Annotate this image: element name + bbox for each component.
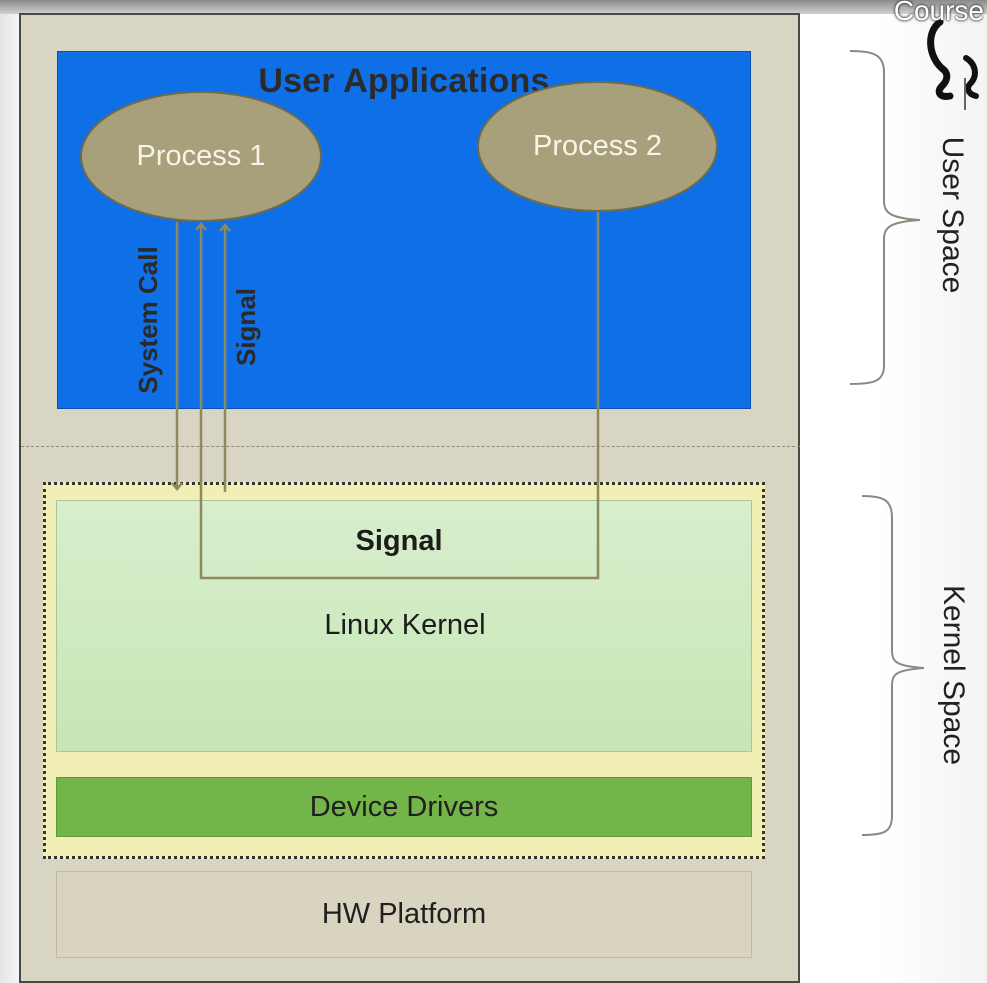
hw-platform-box: HW Platform	[56, 871, 752, 958]
kernel-space-label: Kernel Space	[937, 584, 970, 766]
user-applications-title: User Applications	[258, 62, 550, 100]
system-call-label: System Call	[133, 246, 163, 394]
course-watermark-text: Course	[893, 0, 984, 26]
kernel-space-bracket	[861, 495, 925, 836]
linux-kernel-label: Linux Kernel	[324, 609, 486, 641]
device-drivers-label: Device Drivers	[309, 790, 499, 823]
user-space-label: User Space	[936, 136, 969, 294]
process-1-label: Process 1	[136, 140, 266, 172]
process-2-label: Process 2	[533, 130, 662, 162]
signal-arrow-label: Signal	[231, 288, 261, 367]
hw-platform-label: HW Platform	[321, 898, 487, 930]
user-kernel-divider	[21, 446, 800, 447]
process-2-ellipse: Process 2	[477, 81, 718, 212]
kernel-signal-label: Signal	[355, 525, 443, 557]
tux-logo-icon	[927, 18, 979, 110]
process2-signal-path	[195, 212, 600, 580]
device-drivers-box: Device Drivers	[56, 777, 752, 837]
linux-kernel-box	[56, 500, 752, 752]
top-shadow	[0, 0, 987, 14]
process-1-ellipse: Process 1	[80, 91, 322, 222]
user-space-bracket	[849, 50, 921, 385]
